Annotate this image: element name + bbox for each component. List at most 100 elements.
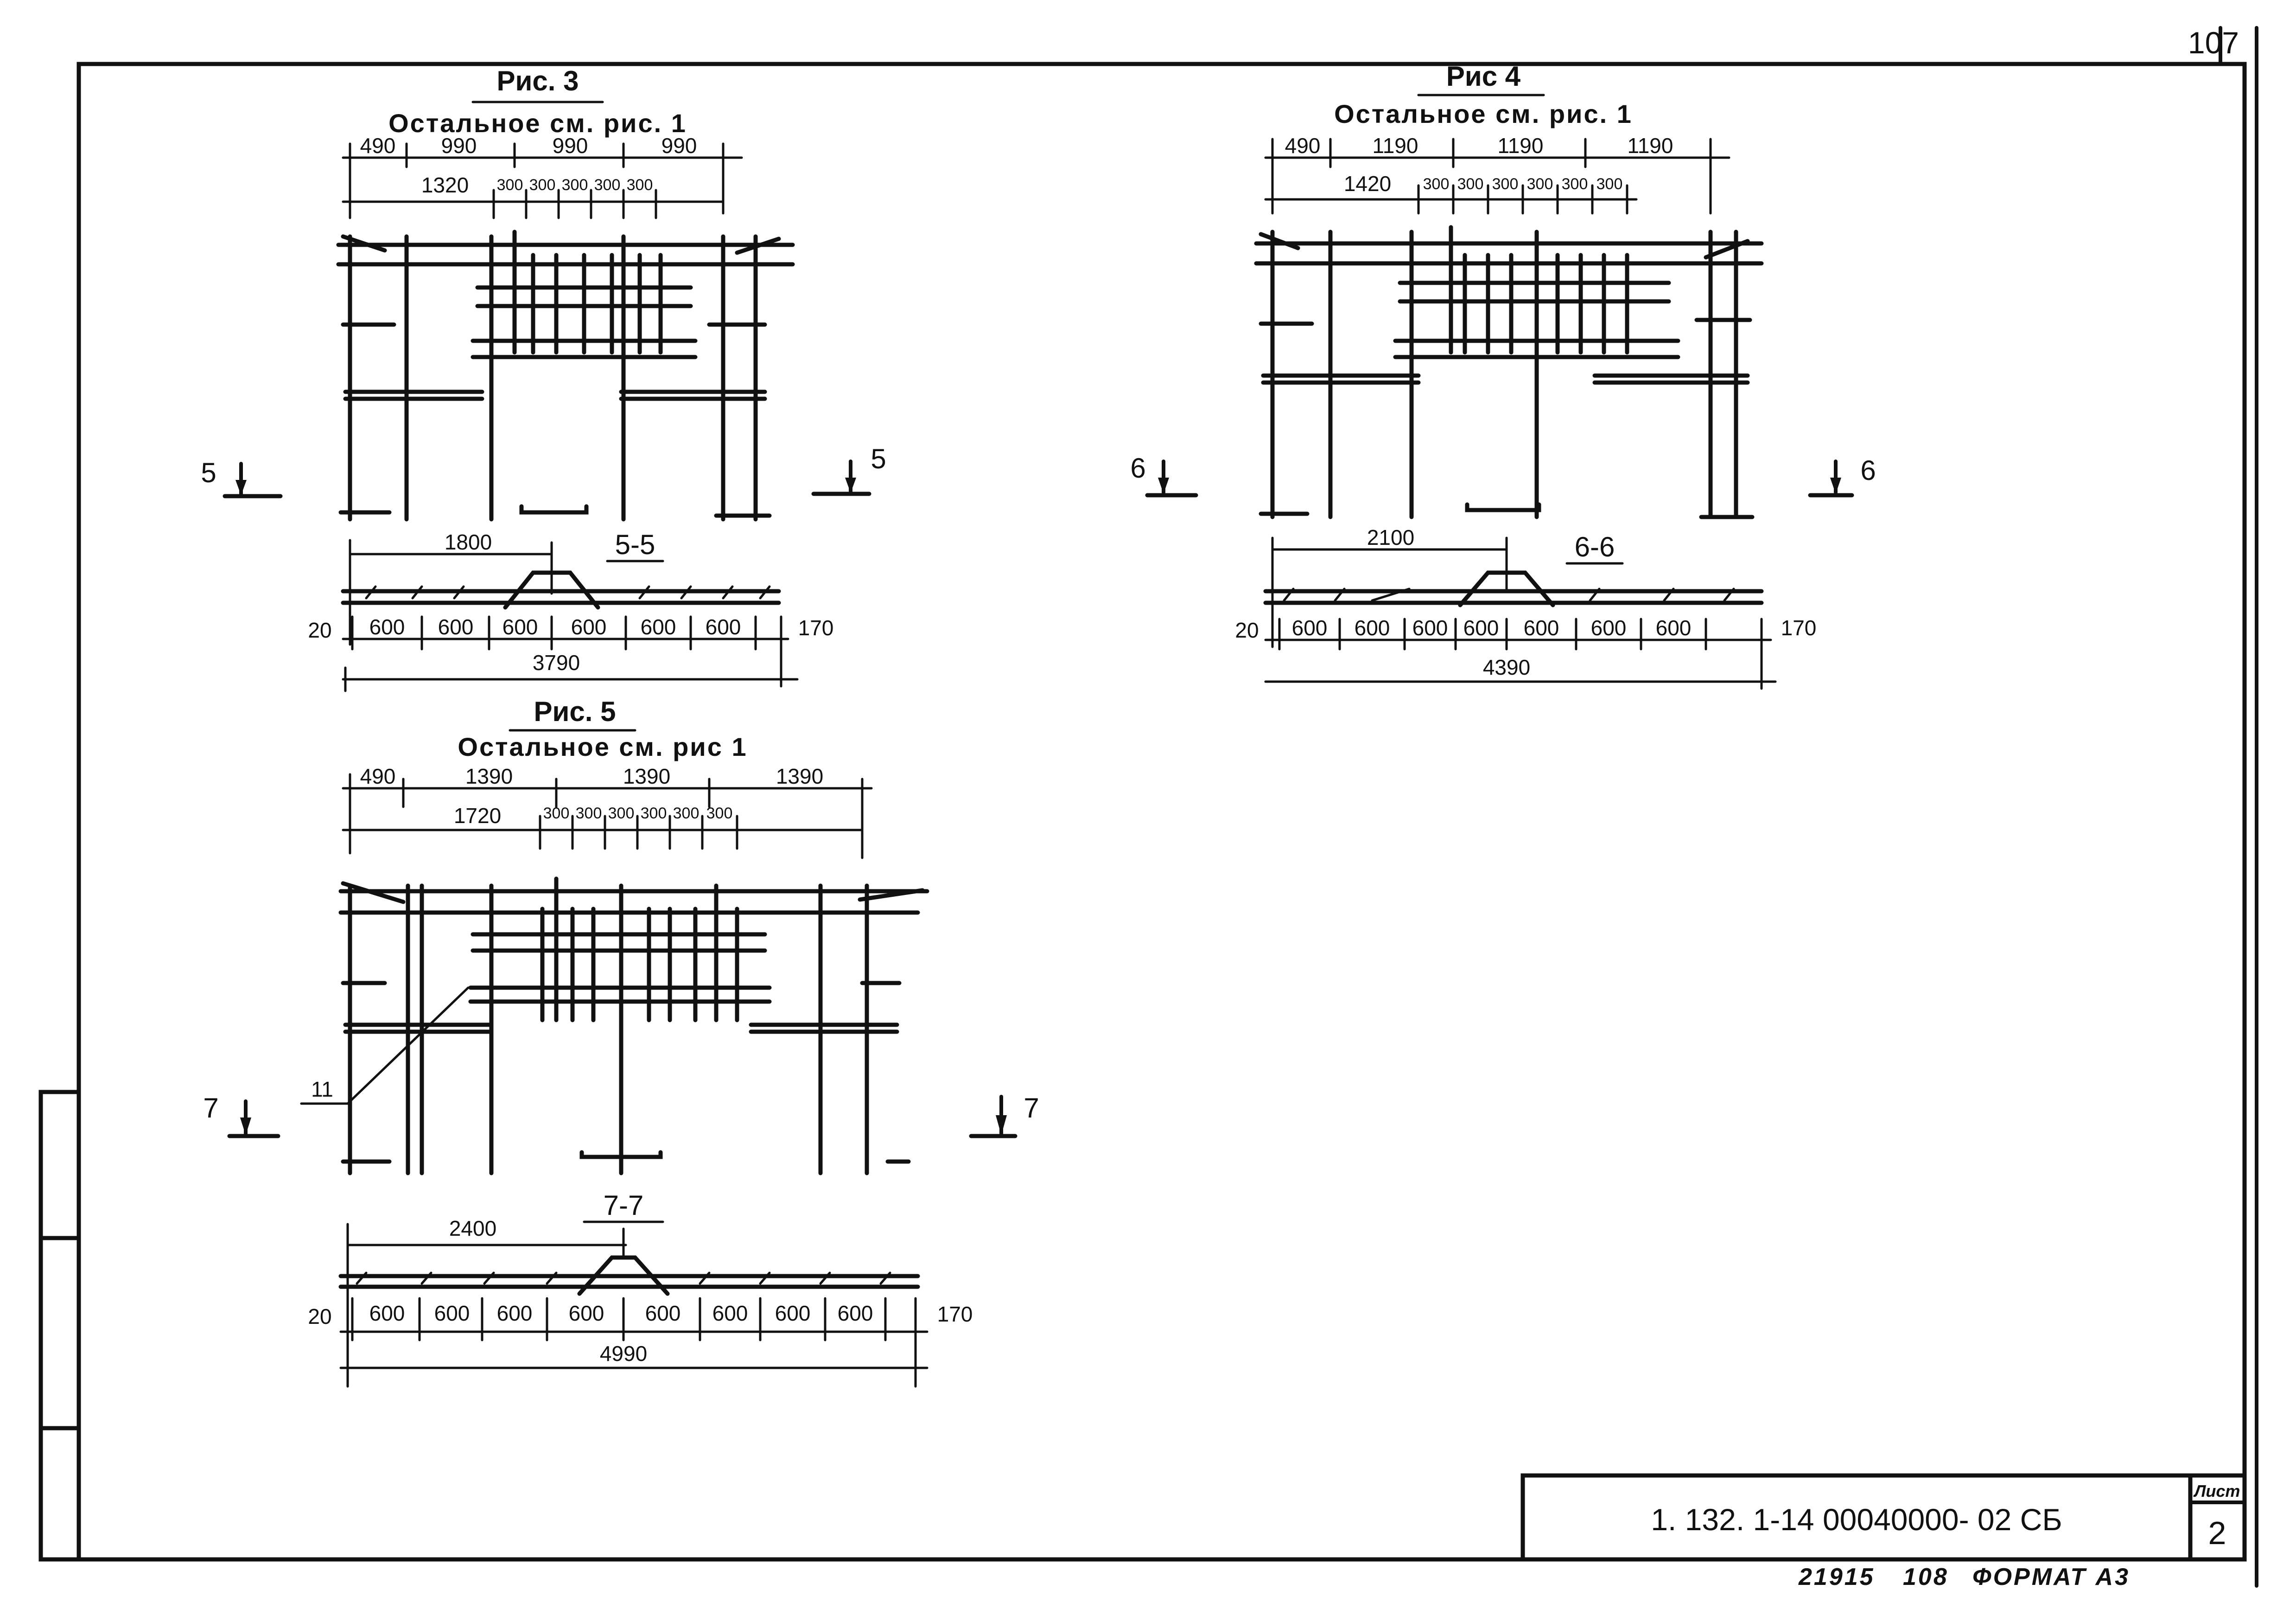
fig5-section-total: 4990 (600, 1341, 647, 1366)
fig4-dim2-2: 300 (1423, 175, 1450, 193)
fig4-dim2-6: 300 (1562, 175, 1588, 193)
fig3-dim2-6: 300 (627, 176, 653, 194)
fig5-section: 2400 7-7 20 600 600 600 600 600 6 (308, 1190, 973, 1388)
fig4-section: 2100 6-6 20 600 600 600 600 600 600 (1235, 525, 1817, 690)
fig5-section-right: 170 (937, 1302, 973, 1326)
fig4-dim-1: 490 (1285, 134, 1321, 158)
fig5-rebar-cage (338, 876, 929, 1175)
figure-3-title: Рис. 3 (497, 65, 579, 96)
fig4-section-dim-3: 600 (1412, 616, 1448, 640)
figure-5-title: Рис. 5 (534, 696, 616, 727)
fig5-dim2-4: 300 (608, 805, 635, 822)
fig4-section-dim-5: 600 (1524, 616, 1559, 640)
fig3-dim2-1: 1320 (421, 173, 469, 197)
fig3-section-right: 170 (798, 616, 834, 640)
fig5-section-offset: 2400 (449, 1216, 496, 1240)
fig4-marker-right-label: 6 (1860, 455, 1876, 486)
fig3-dim2-3: 300 (529, 176, 556, 194)
fig5-dim2-5: 300 (641, 805, 667, 822)
fig3-dim-1: 490 (360, 134, 396, 158)
fig5-section-dim-8: 600 (838, 1301, 873, 1325)
fig3-section-marker-left: 5 (201, 457, 283, 498)
sheet-label: Лист (2193, 1482, 2240, 1501)
fig5-section-marker-left: 7 (203, 1092, 280, 1138)
fig5-section-dim-6: 600 (712, 1301, 748, 1325)
fig3-marker-left-label: 5 (201, 457, 216, 488)
fig5-marker-right-label: 7 (1024, 1092, 1039, 1124)
fig5-dim-4: 1390 (776, 764, 823, 788)
fig4-section-dim-2: 600 (1355, 616, 1390, 640)
fig4-dim2-5: 300 (1527, 175, 1553, 193)
fig3-section-offset: 1800 (445, 530, 492, 554)
fig3-dim2-2: 300 (497, 176, 523, 194)
fig5-dim2-2: 300 (543, 805, 570, 822)
fig5-section-dim-4: 600 (569, 1301, 604, 1325)
figure-4-title: Рис 4 (1446, 61, 1521, 92)
fig5-dim-3: 1390 (623, 764, 670, 788)
fig4-marker-left-label: 6 (1130, 453, 1145, 484)
fig3-section: 1800 5-5 20 600 600 600 600 600 600 (308, 529, 834, 692)
fig3-section-marker-right: 5 (811, 443, 886, 496)
fig3-section-dim-1: 600 (369, 615, 405, 639)
fig4-section-title: 6-6 (1575, 531, 1615, 562)
fig4-section-dim-1: 600 (1292, 616, 1328, 640)
fig5-section-dim-5: 600 (645, 1301, 681, 1325)
fig3-marker-right-label: 5 (871, 443, 886, 474)
fig3-dim-2: 990 (441, 134, 477, 158)
fig4-section-dim-4: 600 (1463, 616, 1499, 640)
figure-3-subtitle: Остальное см. рис. 1 (388, 109, 687, 138)
fig4-section-right: 170 (1781, 616, 1817, 640)
fig3-dim-3: 990 (553, 134, 588, 158)
fig5-dim-1: 490 (360, 764, 396, 788)
sheet-frame (38, 26, 2258, 1588)
fig4-dim2-4: 300 (1492, 175, 1519, 193)
sheet-number: 2 (2208, 1515, 2226, 1551)
fig5-section-left: 20 (308, 1304, 331, 1328)
fig4-rebar-cage (1254, 225, 1764, 519)
fig5-section-dim-7: 600 (775, 1301, 811, 1325)
fig3-section-left: 20 (308, 618, 331, 642)
fig3-dim2-5: 300 (594, 176, 621, 194)
fig4-section-total: 4390 (1483, 655, 1530, 679)
fig5-section-title: 7-7 (604, 1190, 644, 1221)
title-block: 1. 132. 1-14 00040000- 02 СБ Лист 2 (1520, 1473, 2247, 1562)
fig3-section-title: 5-5 (615, 529, 655, 560)
fig4-dim-2: 1190 (1373, 134, 1418, 158)
fig3-dim2-4: 300 (562, 176, 588, 194)
fig4-section-dim-7: 600 (1656, 616, 1692, 640)
fig5-dim-2: 1390 (465, 764, 513, 788)
fig4-section-offset: 2100 (1367, 525, 1414, 549)
fig5-callout: 11 (300, 986, 470, 1105)
fig3-section-total: 3790 (533, 651, 580, 675)
fig4-section-marker-left: 6 (1130, 453, 1198, 498)
fig4-dim-3: 1190 (1498, 134, 1544, 158)
fig3-rebar-cage (336, 230, 795, 522)
figure-3: Рис. 3 Остальное см. рис. 1 490 990 990 … (201, 65, 886, 692)
figure-4: Рис 4 Остальное см. рис. 1 490 1190 1190… (1130, 61, 1876, 690)
figure-4-subtitle: Остальное см. рис. 1 (1334, 99, 1633, 128)
fig5-section-dim-2: 600 (434, 1301, 470, 1325)
fig5-marker-left-label: 7 (203, 1092, 218, 1124)
fig4-dim-4: 1190 (1628, 134, 1673, 158)
footer: 21915 108 ФОРМАТ А3 (1798, 1564, 2130, 1590)
fig5-callout-label: 11 (311, 1077, 333, 1101)
fig4-section-dim-6: 600 (1591, 616, 1627, 640)
page-number: 107 (2188, 26, 2239, 60)
fig5-section-dim-1: 600 (369, 1301, 405, 1325)
fig3-section-dim-6: 600 (706, 615, 741, 639)
fig5-dim2-1: 1720 (454, 804, 501, 828)
fig3-section-dim-5: 600 (641, 615, 676, 639)
fig4-section-marker-right: 6 (1808, 455, 1876, 498)
figure-5: Рис. 5 Остальное см. рис 1 490 1390 1390… (203, 696, 1039, 1388)
fig5-dim2-3: 300 (576, 805, 602, 822)
fig5-dim2-6: 300 (673, 805, 700, 822)
figure-5-subtitle: Остальное см. рис 1 (458, 732, 747, 761)
fig4-dim2-1: 1420 (1344, 172, 1391, 196)
footer-format: ФОРМАТ А3 (1972, 1564, 2130, 1590)
fig5-section-marker-right: 7 (969, 1092, 1039, 1138)
fig4-dim2-3: 300 (1457, 175, 1484, 193)
fig4-dim2-7: 300 (1596, 175, 1623, 193)
fig5-dim2-7: 300 (706, 805, 733, 822)
fig3-section-dim-2: 600 (438, 615, 474, 639)
